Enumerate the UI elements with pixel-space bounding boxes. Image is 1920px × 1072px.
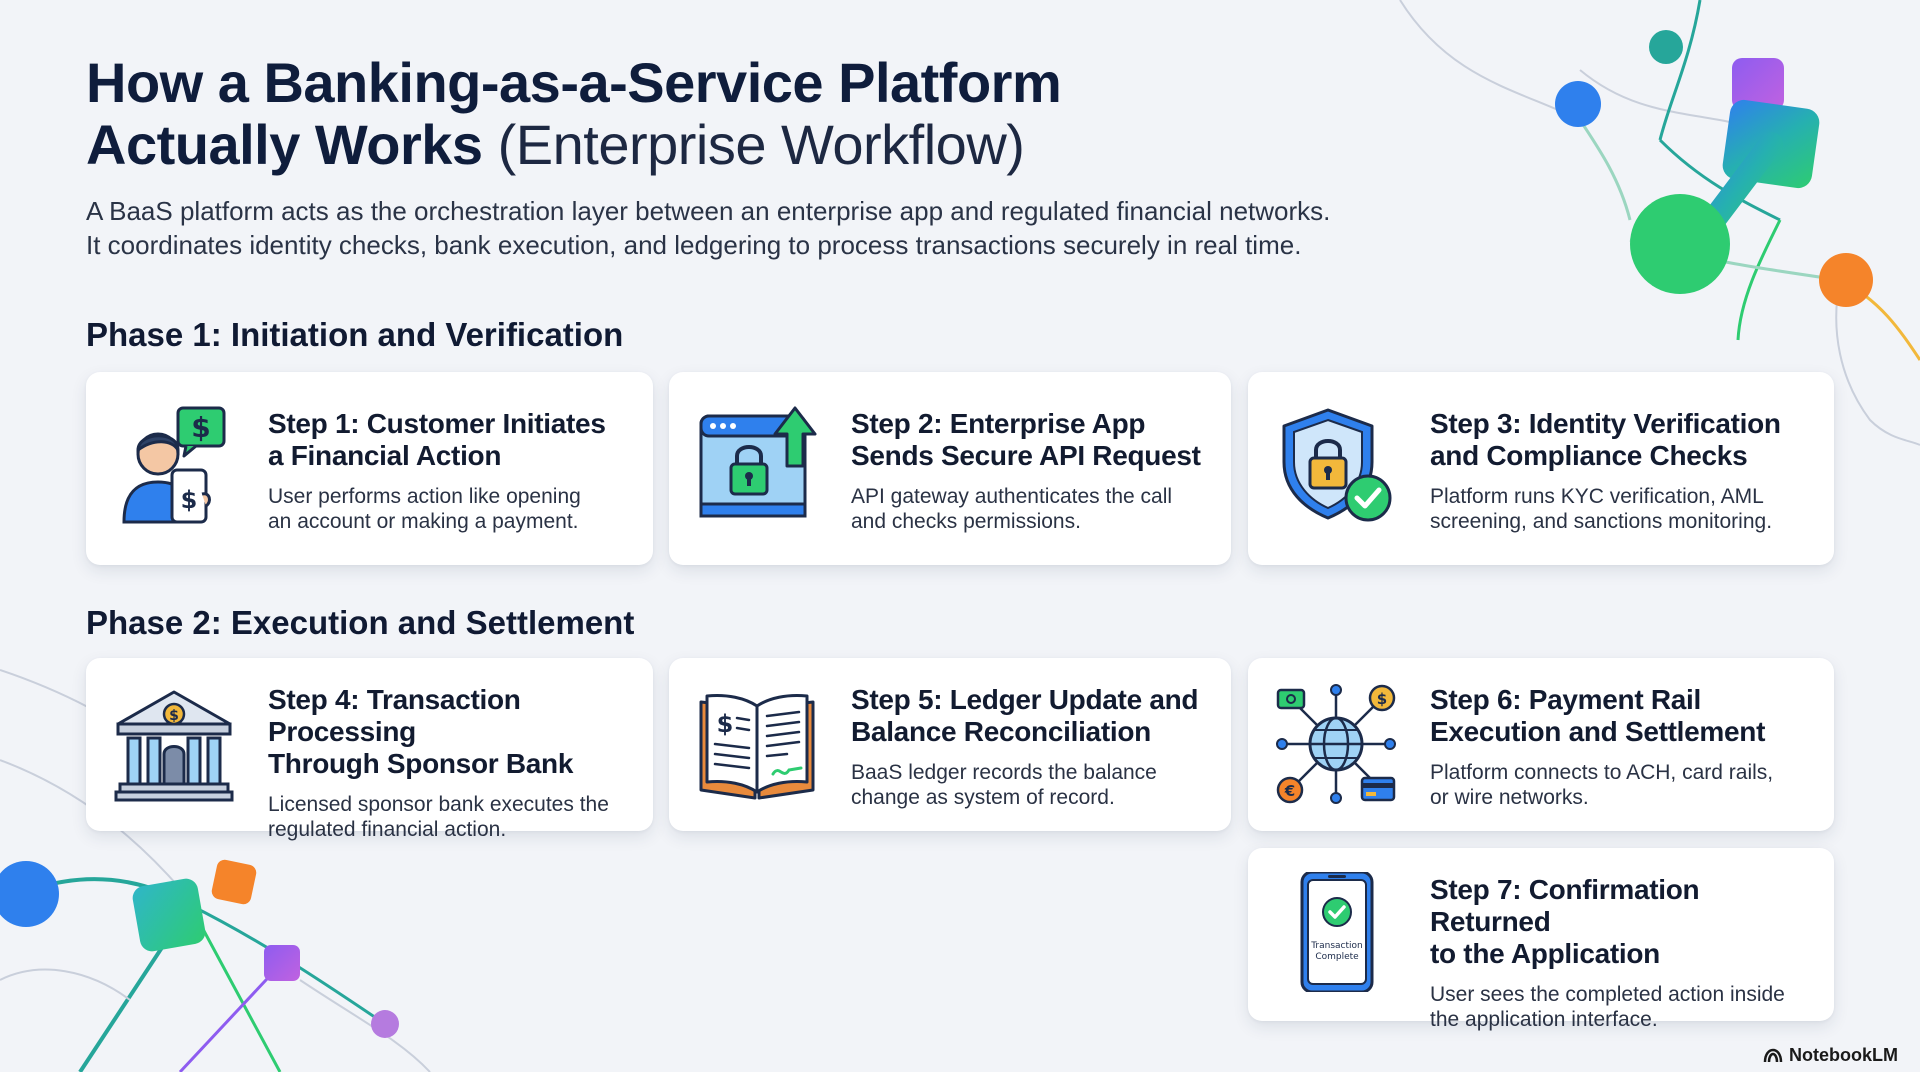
step-5-card: $ Step 5: Ledger Update and Balance Reco… bbox=[669, 658, 1231, 831]
page-title: How a Banking-as-a-Service Platform Actu… bbox=[86, 52, 1186, 176]
phone-confirmation-icon: Transaction Complete bbox=[1300, 872, 1374, 992]
step-5-title-line-2: Balance Reconciliation bbox=[851, 716, 1151, 747]
step-6-title: Step 6: Payment Rail Execution and Settl… bbox=[1430, 684, 1824, 748]
svg-text:$: $ bbox=[181, 486, 198, 514]
step-7-desc-line-1: User sees the completed action inside bbox=[1430, 983, 1785, 1006]
step-6-card: $ € Step 6: Payment Rail Execution and S… bbox=[1248, 658, 1834, 831]
phase-2-heading: Phase 2: Execution and Settlement bbox=[86, 604, 635, 641]
notebooklm-watermark: NotebookLM bbox=[1763, 1045, 1898, 1066]
payment-network-icon: $ € bbox=[1276, 684, 1396, 804]
step-4-title: Step 4: Transaction Processing Through S… bbox=[268, 684, 643, 780]
svg-text:€: € bbox=[1284, 782, 1295, 800]
title-light-part: (Enterprise Workflow) bbox=[497, 113, 1025, 176]
step-7-title-line-1: Step 7: Confirmation Returned bbox=[1430, 874, 1700, 937]
svg-text:$: $ bbox=[717, 710, 734, 738]
phone-text-line-2: Complete bbox=[1315, 952, 1359, 962]
step-2-title: Step 2: Enterprise App Sends Secure API … bbox=[851, 408, 1221, 472]
subtitle-line-2: It coordinates identity checks, bank exe… bbox=[86, 230, 1302, 260]
svg-text:$: $ bbox=[1377, 690, 1387, 708]
step-2-title-line-2: Sends Secure API Request bbox=[851, 440, 1201, 471]
watermark-label: NotebookLM bbox=[1789, 1045, 1898, 1065]
ledger-book-icon: $ bbox=[699, 694, 815, 800]
step-2-title-line-1: Step 2: Enterprise App bbox=[851, 408, 1146, 439]
step-6-title-line-1: Step 6: Payment Rail bbox=[1430, 684, 1701, 715]
step-3-title-line-1: Step 3: Identity Verification bbox=[1430, 408, 1781, 439]
title-line-2: Actually Works (Enterprise Workflow) bbox=[86, 114, 1186, 176]
step-2-desc-line-2: and checks permissions. bbox=[851, 510, 1081, 533]
step-2-desc-line-1: API gateway authenticates the call bbox=[851, 485, 1173, 508]
step-1-title-line-2: a Financial Action bbox=[268, 440, 502, 471]
bank-icon: $ bbox=[114, 690, 234, 802]
step-7-title-line-2: to the Application bbox=[1430, 938, 1660, 969]
step-7-desc-line-2: the application interface. bbox=[1430, 1008, 1658, 1031]
step-2-card: Step 2: Enterprise App Sends Secure API … bbox=[669, 372, 1231, 565]
step-6-desc-line-1: Platform connects to ACH, card rails, bbox=[1430, 761, 1774, 784]
shield-lock-icon bbox=[1282, 408, 1392, 522]
step-5-desc-line-1: BaaS ledger records the balance bbox=[851, 761, 1157, 784]
step-5-title: Step 5: Ledger Update and Balance Reconc… bbox=[851, 684, 1221, 748]
step-3-title: Step 3: Identity Verification and Compli… bbox=[1430, 408, 1824, 472]
secure-api-icon bbox=[699, 406, 817, 518]
notebooklm-logo-icon bbox=[1763, 1048, 1783, 1062]
step-2-description: API gateway authenticates the call and c… bbox=[851, 484, 1221, 534]
step-3-desc-line-2: screening, and sanctions monitoring. bbox=[1430, 510, 1773, 533]
step-1-card: $ $ Step 1: Customer Initiates a Financi… bbox=[86, 372, 653, 565]
step-3-title-line-2: and Compliance Checks bbox=[1430, 440, 1748, 471]
title-line-1: How a Banking-as-a-Service Platform bbox=[86, 51, 1062, 114]
step-5-title-line-1: Step 5: Ledger Update and bbox=[851, 684, 1199, 715]
step-3-desc-line-1: Platform runs KYC verification, AML bbox=[1430, 485, 1764, 508]
svg-text:$: $ bbox=[191, 411, 210, 444]
step-4-description: Licensed sponsor bank executes the regul… bbox=[268, 792, 643, 842]
step-5-description: BaaS ledger records the balance change a… bbox=[851, 760, 1221, 810]
step-6-title-line-2: Execution and Settlement bbox=[1430, 716, 1766, 747]
step-4-card: $ Step 4: Transaction Processing Through… bbox=[86, 658, 653, 841]
svg-text:$: $ bbox=[169, 708, 179, 724]
customer-phone-icon: $ $ bbox=[122, 406, 226, 524]
step-3-card: Step 3: Identity Verification and Compli… bbox=[1248, 372, 1834, 565]
step-4-desc-line-2: regulated financial action. bbox=[268, 818, 507, 841]
step-1-title-line-1: Step 1: Customer Initiates bbox=[268, 408, 606, 439]
step-1-desc-line-2: an account or making a payment. bbox=[268, 510, 579, 533]
title-bold-part: Actually Works bbox=[86, 113, 483, 176]
step-6-desc-line-2: or wire networks. bbox=[1430, 786, 1589, 809]
step-3-description: Platform runs KYC verification, AML scre… bbox=[1430, 484, 1824, 534]
step-7-title: Step 7: Confirmation Returned to the App… bbox=[1430, 874, 1824, 970]
phone-text-line-1: Transaction bbox=[1310, 941, 1363, 951]
step-4-title-line-2: Through Sponsor Bank bbox=[268, 748, 574, 779]
step-1-desc-line-1: User performs action like opening bbox=[268, 485, 581, 508]
step-5-desc-line-2: change as system of record. bbox=[851, 786, 1115, 809]
step-7-card: Transaction Complete Step 7: Confirmatio… bbox=[1248, 848, 1834, 1031]
step-6-description: Platform connects to ACH, card rails, or… bbox=[1430, 760, 1824, 810]
subtitle-line-1: A BaaS platform acts as the orchestratio… bbox=[86, 196, 1331, 226]
step-1-title: Step 1: Customer Initiates a Financial A… bbox=[268, 408, 643, 472]
step-7-description: User sees the completed action inside th… bbox=[1430, 982, 1824, 1032]
step-1-description: User performs action like opening an acc… bbox=[268, 484, 643, 534]
step-4-title-line-1: Step 4: Transaction Processing bbox=[268, 684, 521, 747]
page-subtitle: A BaaS platform acts as the orchestratio… bbox=[86, 194, 1426, 262]
phase-1-heading: Phase 1: Initiation and Verification bbox=[86, 316, 624, 353]
step-4-desc-line-1: Licensed sponsor bank executes the bbox=[268, 793, 609, 816]
